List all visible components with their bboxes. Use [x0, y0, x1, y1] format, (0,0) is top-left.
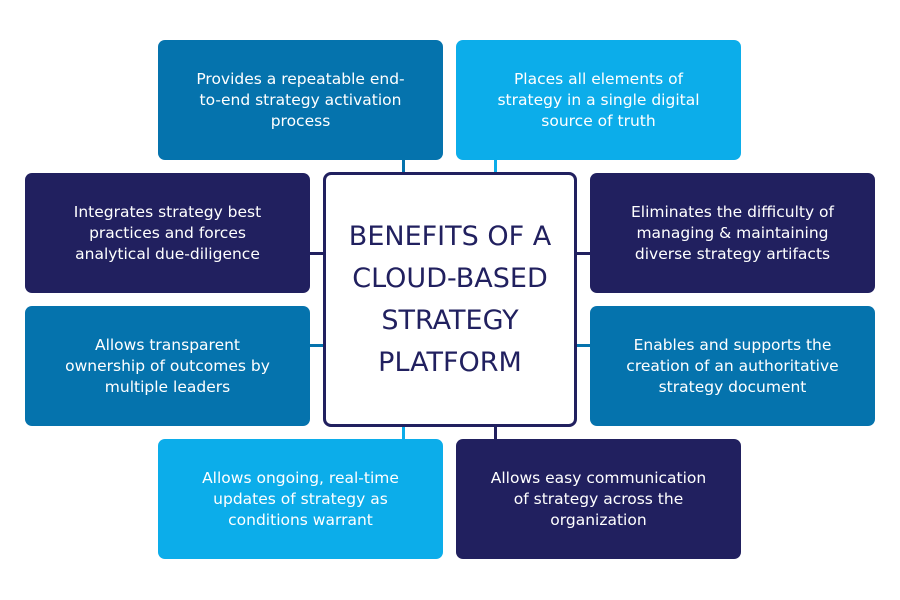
benefit-box-real-time-updates: Allows ongoing, real-time updates of str…	[158, 439, 443, 559]
connector	[494, 426, 497, 439]
connector	[576, 344, 590, 347]
benefit-box-ownership: Allows transparent ownership of outcomes…	[25, 306, 310, 426]
connector	[310, 252, 324, 255]
center-title: BENEFITS OF A CLOUD-BASED STRATEGY PLATF…	[323, 172, 577, 427]
benefit-box-artifacts: Eliminates the difficulty of managing & …	[590, 173, 875, 293]
benefit-box-repeatable-process: Provides a repeatable end-to-end strateg…	[158, 40, 443, 160]
benefit-box-best-practices: Integrates strategy best practices and f…	[25, 173, 310, 293]
benefit-box-communication: Allows easy communication of strategy ac…	[456, 439, 741, 559]
connector	[402, 160, 405, 173]
connector	[402, 426, 405, 439]
connector	[576, 252, 590, 255]
benefit-box-authoritative-document: Enables and supports the creation of an …	[590, 306, 875, 426]
benefit-box-single-source: Places all elements of strategy in a sin…	[456, 40, 741, 160]
connector	[310, 344, 324, 347]
connector	[494, 160, 497, 173]
